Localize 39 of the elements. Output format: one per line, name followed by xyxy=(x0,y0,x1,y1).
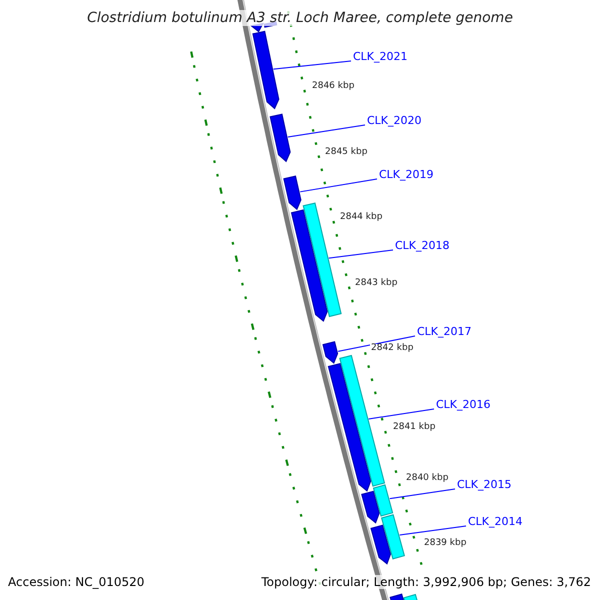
gene-block xyxy=(270,114,291,162)
leader-line xyxy=(300,178,378,192)
leader-line xyxy=(328,250,394,259)
scale-label: 2843 kbp xyxy=(354,279,398,288)
gene-label: CLK_2021 xyxy=(353,51,408,62)
gene-block xyxy=(361,490,380,524)
gene-block xyxy=(283,176,302,210)
gene-block xyxy=(328,363,372,492)
gene-block xyxy=(372,484,394,517)
gene-block xyxy=(290,209,328,322)
gene-label: CLK_2014 xyxy=(468,516,523,527)
scale-label: 2840 kbp xyxy=(405,474,450,483)
leader-line xyxy=(368,408,434,420)
gene-label: CLK_2019 xyxy=(379,169,434,180)
gene-label: CLK_2016 xyxy=(436,399,491,410)
scale-label: 2845 kbp xyxy=(324,148,368,157)
scale-label: 2846 kbp xyxy=(311,82,356,91)
leader-line xyxy=(338,336,416,352)
genome-summary-text: Topology: circular; Length: 3,992,906 bp; Genes: 3,762 xyxy=(261,575,591,589)
title: Clostridium botulinum A3 str. Loch Maree, complete genome xyxy=(85,10,515,26)
gene-label: CLK_2020 xyxy=(367,115,422,126)
gene-block xyxy=(370,524,392,565)
scale-label: 2841 kbp xyxy=(392,423,436,432)
leader-line xyxy=(287,124,366,138)
gene-block xyxy=(302,202,342,318)
gene-block xyxy=(252,30,280,110)
scale-label: 2839 kbp xyxy=(423,539,468,548)
leader-line xyxy=(389,488,456,500)
leader-line xyxy=(399,526,466,536)
gene-block xyxy=(380,514,406,560)
gene-label: CLK_2017 xyxy=(417,326,472,337)
gene-block xyxy=(322,341,338,364)
leader-line xyxy=(272,60,352,70)
scale-label: 2842 kbp xyxy=(370,344,414,353)
accession-text: Accession: NC_010520 xyxy=(8,575,144,589)
gene-block xyxy=(339,354,386,487)
scale-label: 2844 kbp xyxy=(339,213,384,222)
gene-label: CLK_2018 xyxy=(395,240,450,251)
gene-label: CLK_2015 xyxy=(457,479,512,490)
